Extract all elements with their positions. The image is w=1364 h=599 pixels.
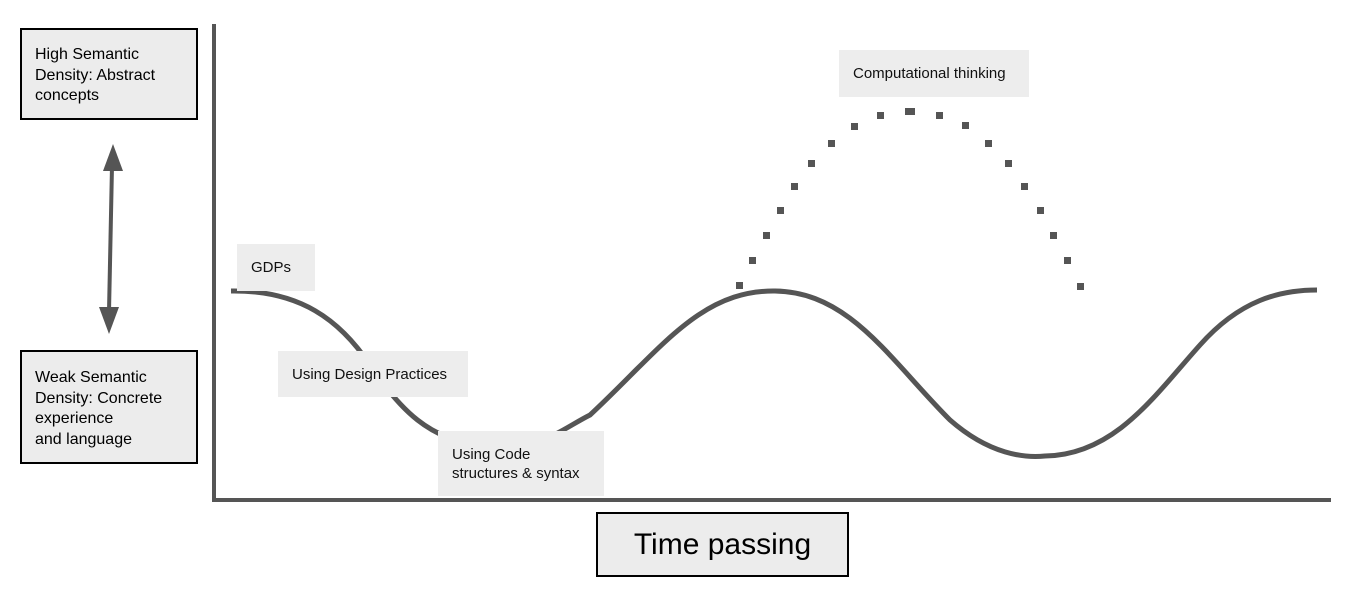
- arc-dot: [985, 140, 992, 147]
- computational-thinking-dotted-arc: [736, 108, 1084, 290]
- gdps-annotation: GDPs: [237, 244, 315, 291]
- arrow-up-head: [103, 144, 123, 171]
- gdps-text: GDPs: [251, 259, 292, 276]
- semantic-range-arrow-shaft: [107, 165, 114, 313]
- arc-dot: [962, 122, 969, 129]
- arc-dot: [905, 108, 915, 115]
- arc-dot: [851, 123, 858, 130]
- code-structures-annotation: Using Code structures & syntax: [438, 431, 604, 496]
- arc-dot: [1064, 257, 1071, 264]
- weak-semantic-density-box: Weak Semantic Density: Concrete experien…: [20, 350, 198, 464]
- arc-dot: [749, 257, 756, 264]
- code-structures-text: Using Code structures & syntax: [452, 445, 580, 482]
- arc-dot: [1005, 160, 1012, 167]
- arc-dot: [777, 207, 784, 214]
- arrow-down-head: [99, 307, 119, 334]
- arc-dot: [1021, 183, 1028, 190]
- arc-dot: [936, 112, 943, 119]
- arc-dot: [808, 160, 815, 167]
- high-semantic-density-box: High Semantic Density: Abstract concepts: [20, 28, 198, 120]
- arc-dot: [828, 140, 835, 147]
- arc-dot: [877, 112, 884, 119]
- arc-dot: [736, 282, 743, 289]
- computational-thinking-text: Computational thinking: [853, 65, 1006, 82]
- arc-dot: [1050, 232, 1057, 239]
- time-passing-label: Time passing: [596, 512, 849, 577]
- arc-dot: [1077, 283, 1084, 290]
- arc-dot: [763, 232, 770, 239]
- arc-dot: [1037, 207, 1044, 214]
- arc-dot: [791, 183, 798, 190]
- design-practices-annotation: Using Design Practices: [278, 351, 468, 397]
- time-passing-text: Time passing: [633, 527, 812, 561]
- semantic-wave-curve: [230, 287, 1318, 459]
- computational-thinking-annotation: Computational thinking: [839, 50, 1029, 97]
- design-practices-text: Using Design Practices: [292, 365, 448, 383]
